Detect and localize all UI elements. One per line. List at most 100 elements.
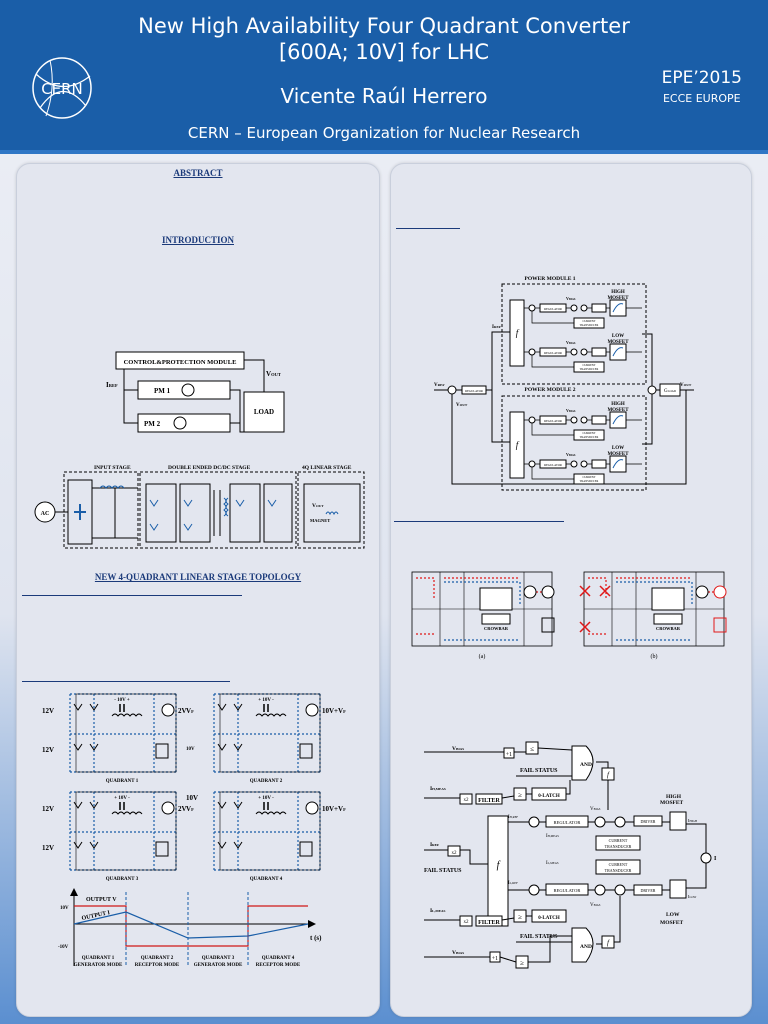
det-ilow: I [688, 894, 690, 899]
svg-text:IREF: IREF [430, 842, 439, 848]
conference: EPE’2015 ECCE EUROPE [662, 68, 742, 105]
det-hmeas-mid: I [546, 834, 548, 839]
input-stage-label: INPUT STAGE [94, 465, 131, 471]
crowbar-label: CROWBAR [656, 626, 681, 631]
poster-header: CERN New High Availability Four Quadrant… [0, 0, 768, 154]
magnet-label: MAGNET [310, 518, 330, 523]
det-lref-sub: L,REF [510, 881, 518, 886]
pm2-title: POWER MODULE 2 [524, 387, 575, 393]
pm-regulator-inner: REGULATOR [544, 307, 562, 311]
pm-vref-sub: REF [438, 383, 445, 387]
pm-switch-type: LOW [612, 334, 624, 339]
det-x2-mid: x2 [452, 851, 458, 856]
fault-schematic-a: CROWBAR(a) [411, 571, 555, 660]
svg-text:ILOW: ILOW [688, 894, 696, 899]
right-subheading-line-2 [394, 521, 564, 522]
det-vbias-mid1-sub: BIAS [594, 807, 601, 811]
svg-text:VOUT: VOUT [456, 403, 468, 408]
iref-sub: REF [109, 383, 118, 388]
dcdc-stage-label: DOUBLE ENDED DC/DC STAGE [168, 465, 251, 471]
det-f-main: f [497, 860, 501, 871]
det-href-sub: H,REF [510, 815, 519, 820]
converter-stages-diagram: INPUT STAGE DOUBLE ENDED DC/DC STAGE 4Q … [34, 465, 365, 549]
quadrant-label: QUADRANT 4 [250, 877, 283, 882]
introduction-heading: INTRODUCTION [161, 235, 234, 245]
current-source-icon [305, 801, 319, 815]
det-plus1-bottom: +1 [492, 956, 498, 962]
quadrant-label: QUADRANT 3 [106, 877, 139, 882]
gload-sub: LOAD [668, 389, 677, 393]
det-iref: I [430, 842, 432, 848]
det-lt-top: ≤ [530, 745, 534, 753]
svg-text:IREF: IREF [492, 325, 501, 330]
pm-vbias: VBIAS [566, 408, 576, 413]
fault-tolerance-schematics: CROWBAR(a)CROWBAR(b) [411, 571, 727, 660]
control-detail-diagram: VBIAS +1 ≤ AND f FAIL STATUS IH,MEAS x2 … [424, 741, 717, 969]
det-x2-top: x2 [464, 798, 470, 803]
pm-current: CURRENT [582, 432, 595, 435]
ac-source-label: AC [41, 511, 50, 517]
power-module-diagram: POWER MODULE 1 POWER MODULE 2 fREGULATOR… [434, 276, 694, 491]
output-i-label: OUTPUT I [81, 910, 111, 922]
author: Vicente Raúl Herrero [280, 84, 488, 108]
current-source-icon [695, 585, 709, 599]
pm-iref-1-sub: REF [494, 325, 501, 329]
det-vbias-bottom: V [452, 950, 456, 956]
det-lref: I [508, 881, 510, 886]
current-source-icon [305, 703, 319, 717]
power-module-1-blocks: fREGULATORHIGHMOSFETVBIASCURRENTTRANSDUC… [509, 290, 642, 373]
vout-label: V [266, 370, 271, 378]
det-gt-top: ≥ [518, 791, 522, 799]
det-regulator-bottom: REGULATOR [554, 888, 581, 893]
det-transducer-2: TRANSDUCER [605, 868, 632, 873]
svg-text:IHIGH: IHIGH [688, 818, 698, 823]
pm-current: CURRENT [582, 476, 595, 479]
svg-text:IH,REF: IH,REF [508, 815, 518, 820]
svg-text:IREF: IREF [106, 381, 118, 389]
quadrant-out-label: 10V+VF [322, 805, 346, 813]
time-axis-label: t (s) [310, 934, 322, 942]
iref-label: I [106, 381, 109, 389]
pm-switch-type: LOW [612, 446, 624, 451]
det-f-bottom: f [607, 939, 610, 947]
power-module-2-blocks: fREGULATORHIGHMOSFETVBIASCURRENTTRANSDUC… [509, 402, 642, 485]
title-line-1: New High Availability Four Quadrant Conv… [138, 14, 630, 38]
pm-regulator-inner: REGULATOR [544, 419, 562, 423]
pm-regulator-inner: REGULATOR [544, 351, 562, 355]
mode4-mode: RECEPTOR MODE [256, 963, 301, 968]
det-current-1: CURRENT [609, 838, 628, 843]
svg-text:VBIAS: VBIAS [452, 746, 464, 752]
quadrant-vin-label: 12V [42, 805, 54, 813]
conference-name: EPE’2015 [661, 68, 742, 88]
q4-10v-label: 10V [186, 794, 198, 802]
det-hmeas: I [430, 786, 432, 792]
title-line-2: [600A; 10V] for LHC [278, 40, 490, 64]
quadrant-vin-label-2: 12V [42, 844, 54, 852]
det-vbias-bottom-sub: BIAS [456, 951, 464, 955]
det-fail-mid: FAIL STATUS [424, 868, 462, 874]
pm-iref-1: I [492, 325, 494, 330]
det-lmeas-mid: I [546, 861, 548, 866]
det-high: HIGH [666, 794, 682, 800]
quadrant-out-label: 2V [178, 707, 187, 715]
det-low: LOW [666, 912, 680, 918]
pm-transducer: TRANSDUCER [580, 368, 599, 371]
output-v-label: OUTPUT V [86, 897, 117, 903]
det-olatch-bottom: 0-LATCH [538, 916, 560, 921]
pm-mosfet: MOSFET [607, 340, 629, 345]
quadrant-cap-label: + 10V - [114, 796, 130, 801]
det-vbias-mid2: V [590, 903, 594, 908]
svg-text:VOUT: VOUT [312, 503, 324, 509]
logo-text: CERN [41, 80, 83, 98]
subheading-line-1 [22, 595, 242, 596]
det-driver-top: DRIVER [641, 819, 656, 824]
pm-mosfet: MOSFET [607, 408, 629, 413]
pm-vbias: VBIAS [566, 296, 576, 301]
mode3-mode: GENERATOR MODE [194, 963, 243, 968]
q2-10v-label: 10V [186, 747, 195, 752]
det-ihigh: I [688, 818, 690, 823]
svg-text:VBIAS: VBIAS [452, 950, 464, 956]
quadrant-label: QUADRANT 2 [250, 779, 283, 784]
